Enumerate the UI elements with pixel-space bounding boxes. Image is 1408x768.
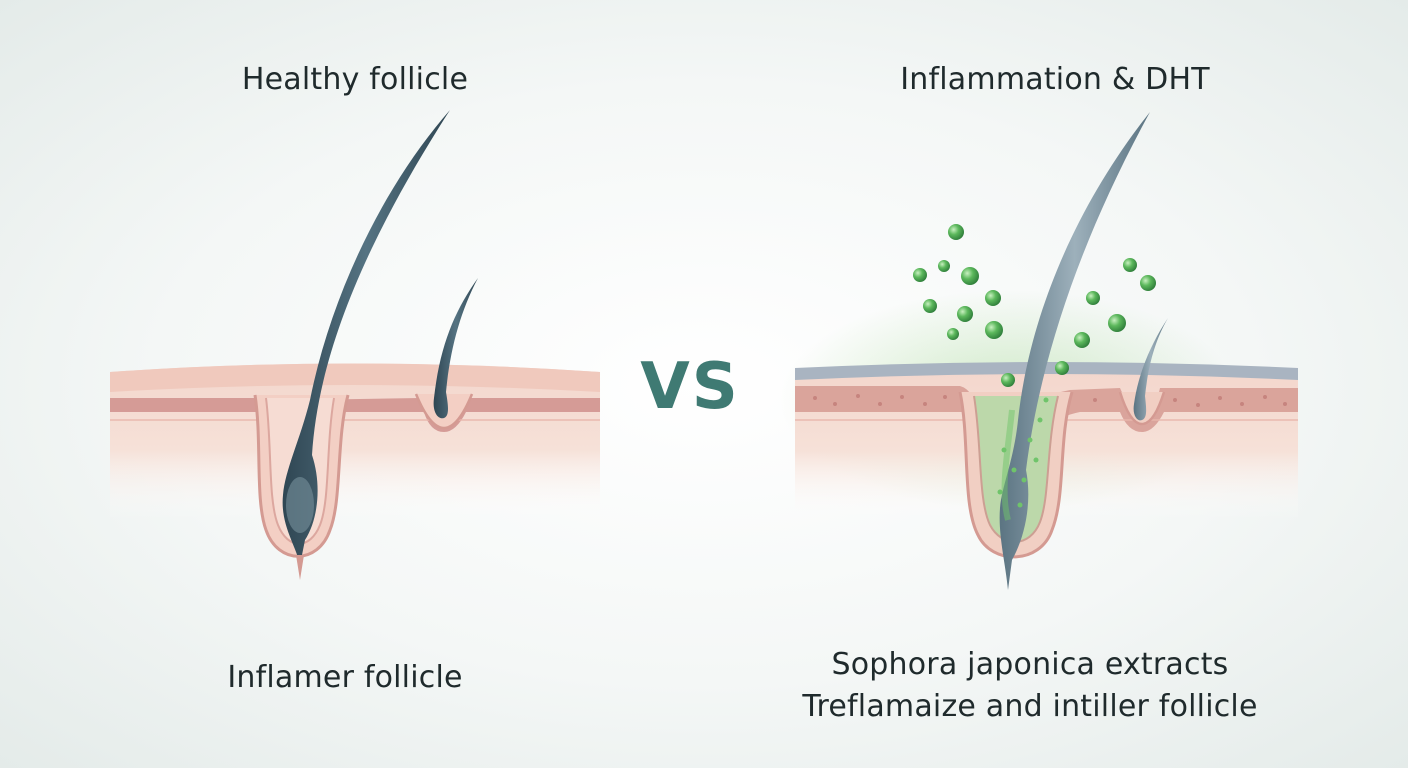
- inflammation-particles: [913, 224, 1156, 508]
- sophora-caption-line1: Sophora japonica extracts: [831, 647, 1229, 682]
- inflamed-skin-cross-section: [780, 290, 1298, 559]
- sophora-caption-line2: Treflamaize and intiller follicle: [802, 689, 1258, 724]
- inflamed-hair-small: [1133, 318, 1168, 421]
- healthy-hair-small: [433, 278, 478, 419]
- inflammation-dht-title: Inflammation & DHT: [900, 62, 1210, 97]
- inflamed-hair-large: [999, 112, 1150, 590]
- healthy-hair-large: [282, 110, 450, 580]
- healthy-follicle-title: Healthy follicle: [241, 62, 469, 97]
- vs-label: VS: [640, 350, 740, 424]
- sophora-caption: Sophora japonica extracts Treflamaize an…: [800, 644, 1260, 728]
- healthy-skin-cross-section: [110, 363, 600, 558]
- inflamer-follicle-caption: Inflamer follicle: [227, 660, 463, 695]
